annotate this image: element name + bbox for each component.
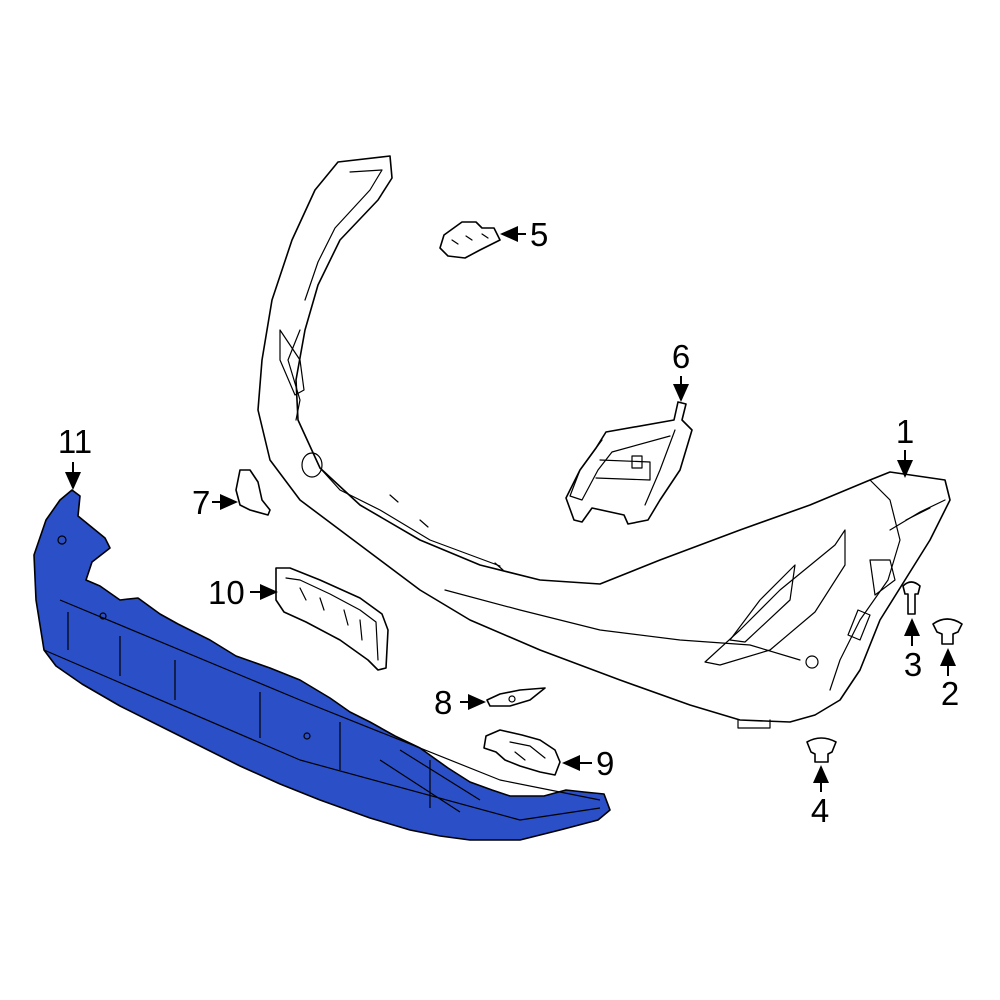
callout-3-label: 3 bbox=[904, 646, 922, 683]
callout-6-label: 6 bbox=[672, 338, 690, 375]
callout-9[interactable]: 9 bbox=[562, 745, 614, 782]
push-clip-part[interactable] bbox=[932, 618, 963, 645]
bumper-cover-part[interactable] bbox=[257, 155, 951, 729]
retainer-part[interactable] bbox=[486, 687, 546, 707]
callout-6[interactable]: 6 bbox=[672, 338, 690, 402]
callout-10-label: 10 bbox=[208, 574, 245, 611]
lower-valance-part[interactable] bbox=[33, 489, 611, 841]
callout-10[interactable]: 10 bbox=[208, 574, 278, 611]
callout-11[interactable]: 11 bbox=[58, 423, 92, 490]
callout-3[interactable]: 3 bbox=[904, 618, 922, 683]
upper-bracket-part[interactable] bbox=[439, 221, 501, 259]
callout-7[interactable]: 7 bbox=[192, 484, 238, 521]
callout-11-label: 11 bbox=[58, 423, 92, 460]
callout-1[interactable]: 1 bbox=[896, 413, 914, 478]
callout-2-label: 2 bbox=[941, 675, 959, 712]
lower-bracket-part[interactable] bbox=[483, 729, 561, 776]
callout-2[interactable]: 2 bbox=[940, 648, 959, 712]
callout-4[interactable]: 4 bbox=[811, 765, 829, 829]
callout-5-label: 5 bbox=[530, 216, 548, 253]
callout-7-label: 7 bbox=[192, 484, 210, 521]
nut-part[interactable] bbox=[806, 737, 837, 763]
callout-5[interactable]: 5 bbox=[500, 216, 548, 253]
callout-1-label: 1 bbox=[896, 413, 914, 450]
callout-4-label: 4 bbox=[811, 792, 829, 829]
side-bracket-part[interactable] bbox=[565, 401, 693, 525]
small-bracket-part[interactable] bbox=[235, 469, 271, 516]
reinforcement-part[interactable] bbox=[275, 567, 389, 671]
screw-part[interactable] bbox=[902, 581, 921, 615]
callout-8-label: 8 bbox=[434, 684, 452, 721]
callout-8[interactable]: 8 bbox=[434, 684, 486, 721]
callout-9-label: 9 bbox=[596, 745, 614, 782]
